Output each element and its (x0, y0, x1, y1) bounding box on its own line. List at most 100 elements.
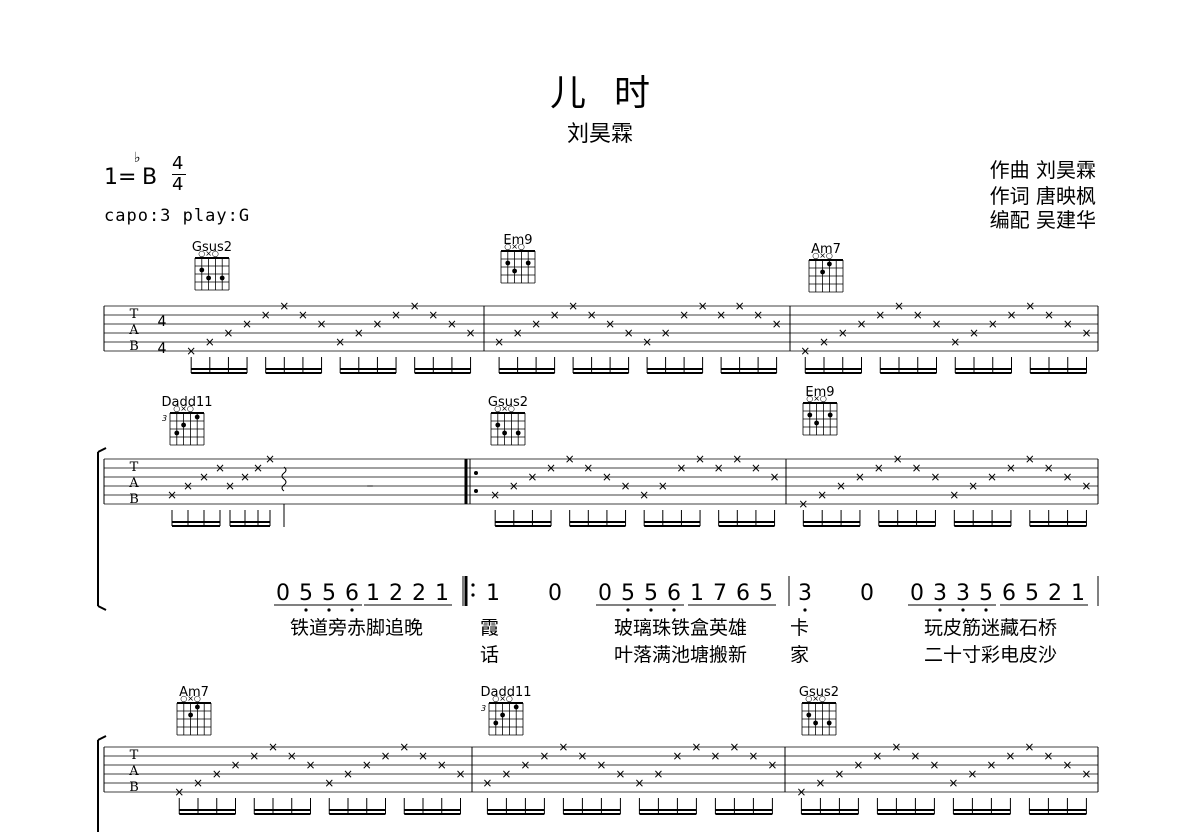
jianpu-digit: 0 (860, 581, 874, 606)
finger-dot (807, 412, 813, 418)
tab-note: × (215, 461, 225, 475)
tab-note: × (568, 299, 578, 313)
time-signature-digit: 4 (158, 314, 167, 330)
tab-note: × (1062, 758, 1072, 772)
chord-name: Gsus2 (192, 240, 232, 255)
tab-note: × (268, 740, 278, 754)
finger-dot (502, 430, 507, 436)
tab-note: × (735, 299, 745, 313)
octave-dot (938, 608, 942, 612)
tab-clef-letter: T (130, 748, 139, 763)
tab-note: × (558, 740, 568, 754)
jianpu-digit: 5 (322, 581, 336, 606)
jianpu-digit: 1 (435, 581, 449, 606)
lyric-line2: 话 (480, 644, 499, 666)
lyric-line1: 铁道旁赤脚追晚 (290, 617, 423, 639)
tab-note: × (672, 749, 682, 763)
tab-note: × (513, 326, 523, 340)
jianpu-digit: 1 (486, 581, 500, 606)
tab-note: × (624, 326, 634, 340)
time-signature-line (172, 174, 186, 175)
tab-note: × (642, 335, 652, 349)
tab-note: × (988, 317, 998, 331)
lyric-line2: 叶落满池塘搬新 (614, 644, 747, 666)
jianpu-digit: 5 (979, 581, 993, 606)
tab-note: × (1025, 299, 1035, 313)
tab-note: × (193, 776, 203, 790)
system-bracket (97, 605, 107, 611)
capo-info: capo:3 play:G (104, 206, 251, 226)
tab-note: × (834, 767, 844, 781)
tab-note: × (893, 452, 903, 466)
repeat-dot (471, 583, 475, 587)
tab-note: × (1006, 308, 1016, 322)
open-string-mark: ○ (826, 251, 833, 260)
tab-clef-letter: B (129, 780, 139, 795)
finger-dot (814, 420, 819, 426)
tab-note: × (520, 758, 530, 772)
open-string-mark: ○ (812, 251, 819, 260)
octave-dot (649, 608, 653, 612)
tab-note: × (913, 308, 923, 322)
tab-note: × (587, 308, 597, 322)
jianpu-digit: 5 (1025, 581, 1039, 606)
open-string-mark: × (511, 242, 518, 251)
tab-note: × (968, 479, 978, 493)
open-string-mark: ○ (820, 394, 827, 403)
credit-lyricist: 作词 唐映枫 (989, 184, 1096, 208)
tab-note: × (817, 488, 827, 502)
tab-clef-letter: T (130, 460, 139, 475)
jianpu-digit: 2 (1048, 581, 1062, 606)
tab-note: × (186, 344, 196, 358)
finger-dot (806, 712, 812, 718)
tab-note: × (661, 326, 671, 340)
tab-note: × (335, 335, 345, 349)
chord-name: Dadd11 (480, 685, 531, 700)
octave-dot (350, 608, 354, 612)
tab-note: × (455, 767, 465, 781)
tab-note: × (466, 326, 476, 340)
fret-number: 3 (162, 414, 167, 423)
tab-note: × (1024, 740, 1034, 754)
octave-dot (327, 608, 331, 612)
tab-note: × (583, 461, 593, 475)
tab-note: × (855, 470, 865, 484)
tab-note: × (1081, 767, 1091, 781)
flat-sign: ♭ (134, 150, 141, 166)
tab-note: × (324, 776, 334, 790)
jianpu-digit: 7 (713, 581, 727, 606)
lyric-line1: 玻璃珠铁盒英雄 (614, 617, 747, 639)
chord-diagram: Am7○×○ (176, 685, 212, 736)
tab-note: × (565, 452, 575, 466)
tab-note: × (634, 776, 644, 790)
tab-note: × (380, 749, 390, 763)
tab-note: × (577, 749, 587, 763)
repeat-dot (474, 471, 478, 475)
song-title: 儿时 (549, 73, 678, 114)
key-prefix: 1= (104, 165, 137, 190)
credit-arranger: 编配 吴建华 (989, 208, 1096, 232)
tab-note: × (949, 488, 959, 502)
jianpu-digit: 0 (276, 581, 290, 606)
tab-note: × (658, 479, 668, 493)
fret-number: 3 (481, 704, 486, 713)
arpeggio-mark (281, 466, 287, 492)
jianpu-digit: 1 (1071, 581, 1085, 606)
tab-note: × (199, 470, 209, 484)
tab-note: × (770, 470, 780, 484)
tab-note: × (732, 452, 742, 466)
finger-dot (827, 412, 833, 418)
jianpu-digit: 3 (933, 581, 947, 606)
open-string-mark: ○ (506, 694, 513, 703)
tab-note: × (819, 335, 829, 349)
tab-note: × (796, 785, 806, 799)
key-note: B (142, 165, 158, 190)
jianpu-digit: 5 (644, 581, 658, 606)
tab-note: × (767, 758, 777, 772)
jianpu-digit: 3 (956, 581, 970, 606)
open-string-mark: ○ (194, 694, 201, 703)
song-artist: 刘昊霖 (566, 122, 633, 147)
tab-note: × (950, 335, 960, 349)
